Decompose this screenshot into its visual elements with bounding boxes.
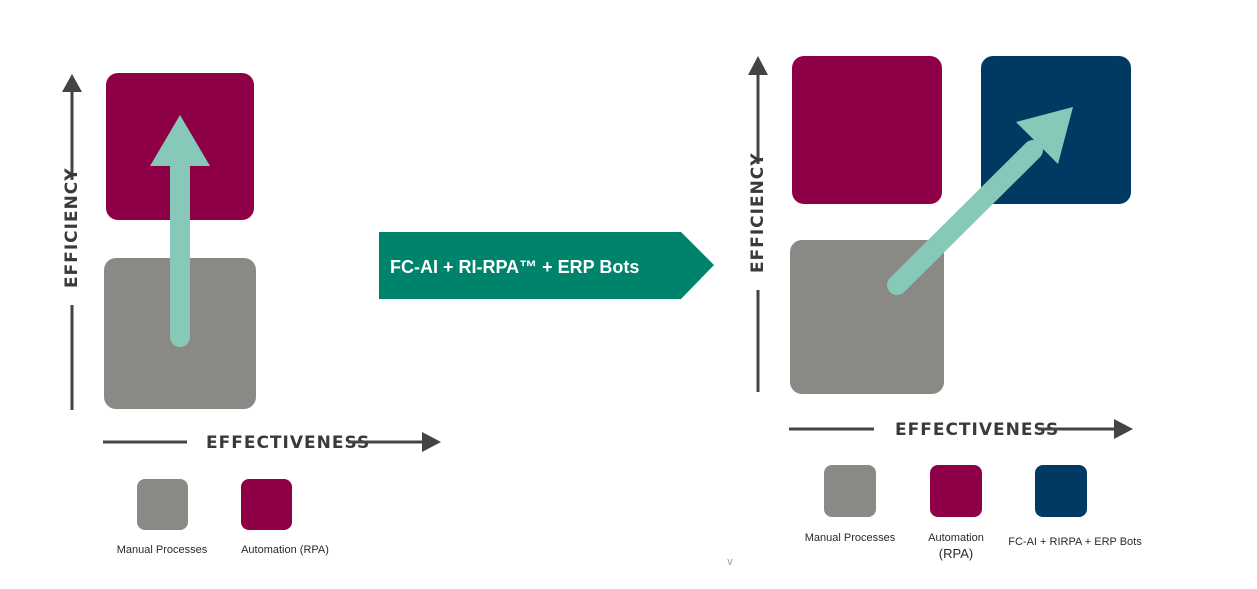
right-legend-swatch-manual: [824, 465, 876, 517]
right-legend-swatch-fcai: [1035, 465, 1087, 517]
right-y-axis-arrowhead: [748, 56, 768, 75]
left-x-axis-arrowhead: [422, 432, 441, 452]
transition-banner-label: FC-AI + RI-RPA™ + ERP Bots: [390, 257, 639, 277]
transition-banner-shape: [379, 232, 714, 299]
right-x-axis-arrowhead: [1114, 419, 1133, 439]
left-legend-swatch-automation: [241, 479, 292, 530]
right-x-axis-label: EFFECTIVENESS: [895, 420, 1059, 440]
left-x-axis-label: EFFECTIVENESS: [206, 433, 370, 453]
right-growth-arrow-shaft: [887, 140, 1043, 295]
right-y-axis-label: EFFICIENCY: [748, 152, 768, 273]
left-legend-label-manual: Manual Processes: [117, 544, 208, 556]
left-growth-arrowhead: [150, 115, 210, 166]
right-legend-label-automation-line1: Automation: [928, 532, 984, 544]
left-y-axis-arrowhead: [62, 74, 82, 92]
left-diagram: EFFICIENCY EFFECTIVENESS Manual Processe…: [62, 73, 441, 556]
stray-mark: v: [727, 556, 733, 568]
left-y-axis-label: EFFICIENCY: [62, 167, 82, 288]
right-diagram: EFFICIENCY EFFECTIVENESS Manual Processe…: [748, 56, 1142, 561]
right-legend-label-manual: Manual Processes: [805, 532, 896, 544]
transition-banner: FC-AI + RI-RPA™ + ERP Bots: [379, 232, 714, 299]
left-legend-swatch-manual: [137, 479, 188, 530]
left-legend-label-automation: Automation (RPA): [241, 544, 329, 556]
right-legend-swatch-automation: [930, 465, 982, 517]
right-growth-arrowhead: [1016, 107, 1073, 164]
right-legend-label-automation-line2: (RPA): [939, 546, 973, 561]
right-legend-label-fcai: FC-AI + RIRPA + ERP Bots: [1008, 536, 1142, 548]
right-automation-square: [792, 56, 942, 204]
